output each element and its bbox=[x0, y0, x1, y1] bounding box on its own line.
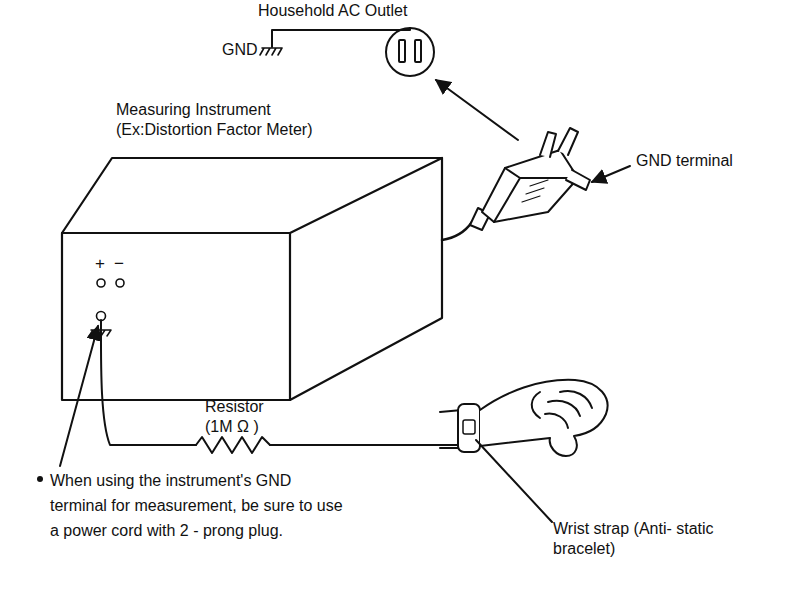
plug-arrow bbox=[436, 80, 518, 140]
ac-outlet bbox=[386, 28, 434, 76]
gnd-terminal-arrow bbox=[592, 166, 630, 182]
label: Measuring Instrument (Ex:Distortion Fact… bbox=[116, 100, 341, 140]
instrument-box bbox=[62, 158, 442, 400]
strap-wire bbox=[101, 320, 466, 453]
label: − bbox=[114, 254, 128, 274]
bullet bbox=[37, 476, 43, 482]
hand bbox=[440, 380, 608, 456]
label: Resistor (1M Ω ) bbox=[205, 397, 285, 437]
label: GND bbox=[222, 40, 262, 60]
leader-line bbox=[476, 440, 552, 522]
label: Household AC Outlet bbox=[258, 1, 458, 21]
resistor-symbol bbox=[196, 437, 270, 453]
wrist-strap bbox=[458, 404, 480, 452]
label: When using the instrument's GND terminal… bbox=[50, 468, 350, 543]
note-arrow bbox=[60, 326, 98, 466]
label: + bbox=[95, 254, 109, 274]
label: Wrist strap (Anti- static bracelet) bbox=[553, 519, 753, 559]
label: GND terminal bbox=[636, 151, 776, 171]
power-plug bbox=[442, 128, 590, 240]
